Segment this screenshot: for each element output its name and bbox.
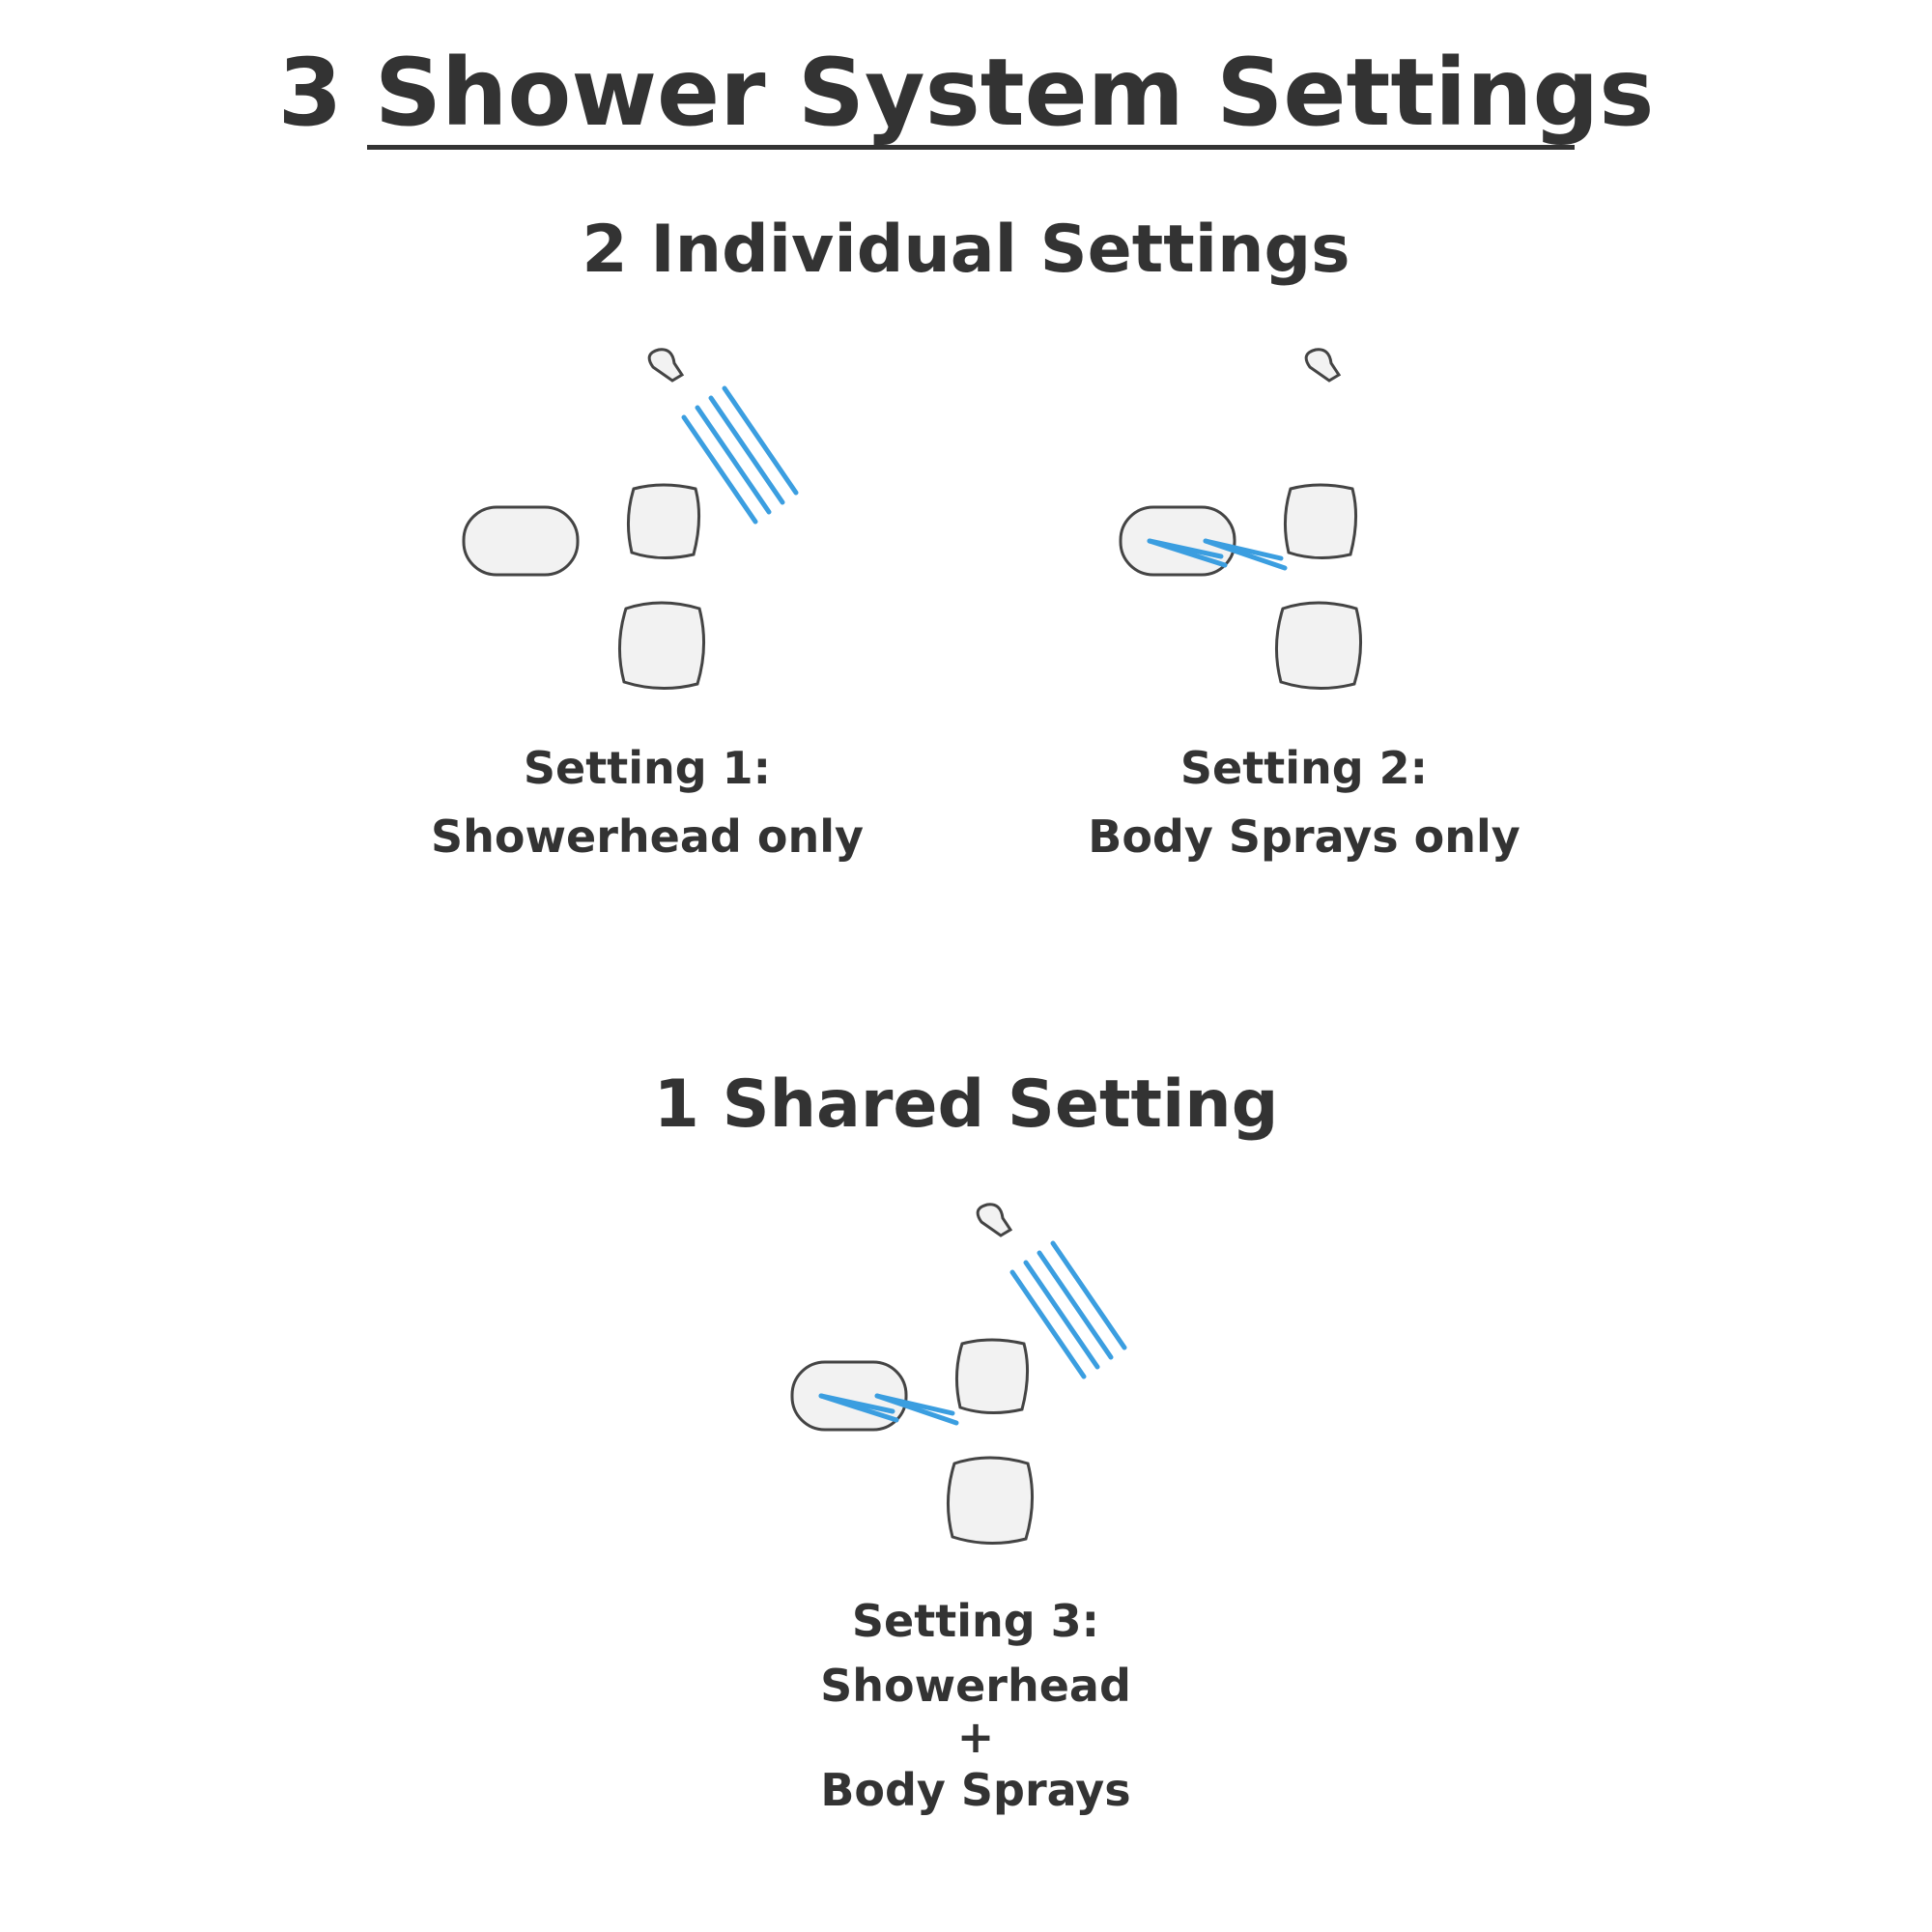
diverter-valve-icon xyxy=(1283,483,1358,560)
setting-2-label: Setting 2: xyxy=(1179,742,1429,794)
showerhead-icon xyxy=(647,348,685,383)
fixture-group xyxy=(462,348,706,691)
showerhead-icon xyxy=(976,1203,1013,1237)
showerhead-spray-line xyxy=(1037,1250,1114,1360)
setting-2-diagram xyxy=(1119,348,1363,691)
showerhead-spray-line xyxy=(681,414,758,525)
setting-1-caption: Setting 1: Showerhead only xyxy=(406,734,889,872)
page-title: 3 Shower System Settings xyxy=(277,39,1655,147)
setting-3-description-line-1: Showerhead xyxy=(820,1659,1131,1712)
setting-3-caption: Setting 3: Showerhead + Body Sprays xyxy=(734,1589,1217,1822)
setting-3-label: Setting 3: xyxy=(851,1595,1100,1647)
individual-settings-heading: 2 Individual Settings xyxy=(582,212,1350,288)
fixture-group xyxy=(790,1203,1035,1546)
showerhead-spray-line xyxy=(695,405,772,515)
showerhead-spray-line xyxy=(722,385,799,496)
setting-3-diagram xyxy=(790,1203,1127,1546)
setting-1-label: Setting 1: xyxy=(523,742,772,794)
setting-1-description: Showerhead only xyxy=(431,810,864,864)
body-spray-plate-icon xyxy=(462,505,580,577)
showerhead-spray-line xyxy=(1009,1269,1087,1379)
showerhead-spray-line xyxy=(1050,1240,1127,1350)
thermostatic-valve-icon xyxy=(1274,601,1363,691)
diverter-valve-icon xyxy=(626,483,701,560)
body-spray-line xyxy=(874,1393,955,1416)
thermostatic-valve-icon xyxy=(946,1456,1035,1546)
title-underline xyxy=(367,145,1575,150)
showerhead-spray-line xyxy=(708,395,785,505)
shared-setting-heading: 1 Shared Setting xyxy=(653,1066,1279,1143)
setting-1-diagram xyxy=(462,348,799,691)
thermostatic-valve-icon xyxy=(617,601,706,691)
showerhead-spray-line xyxy=(1023,1260,1100,1370)
body-spray-line xyxy=(818,1393,895,1414)
setting-3-description-line-3: Body Sprays xyxy=(820,1763,1131,1816)
setting-2-caption: Setting 2: Body Sprays only xyxy=(1063,734,1546,872)
diverter-valve-icon xyxy=(954,1338,1030,1415)
body-spray-line xyxy=(1203,538,1284,561)
setting-2-description: Body Sprays only xyxy=(1088,810,1520,864)
body-spray-line xyxy=(1147,538,1224,559)
setting-3-description-line-2: + xyxy=(956,1711,995,1764)
showerhead-icon xyxy=(1304,348,1342,383)
fixture-group xyxy=(1119,348,1363,691)
